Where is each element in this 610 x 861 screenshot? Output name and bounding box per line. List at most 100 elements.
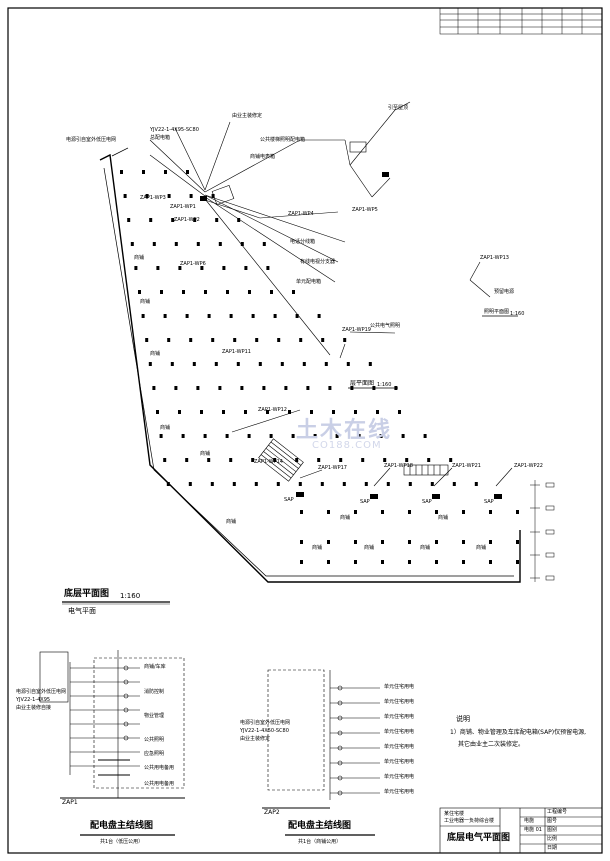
column-mark: [222, 410, 225, 414]
column-mark: [405, 458, 409, 462]
column-mark: [204, 290, 207, 294]
column-mark: [327, 510, 330, 514]
column-mark: [233, 338, 237, 342]
notes-heading: 说明: [456, 715, 470, 723]
column-mark: [189, 194, 193, 198]
column-mark: [310, 410, 313, 414]
column-mark: [171, 218, 175, 222]
column-mark: [200, 266, 204, 270]
column-mark: [123, 194, 127, 198]
left-branch: 公共照明: [144, 737, 165, 743]
column-mark: [364, 482, 368, 486]
floor-plan-subtitle: 电气平面: [68, 607, 96, 615]
column-mark: [357, 434, 361, 438]
column-mark: [262, 386, 266, 390]
column-mark: [300, 510, 303, 514]
watermark-url: CO188.COM: [312, 440, 382, 451]
column-mark: [207, 314, 211, 318]
sap-boxes: [200, 172, 502, 499]
right-branch: 单元住宅用电: [384, 714, 415, 720]
left-cabinet-id: ZAP1: [62, 799, 78, 806]
sap-label: SAP: [360, 499, 370, 505]
column-mark: [159, 434, 163, 438]
column-mark: [149, 218, 153, 222]
column-mark: [254, 482, 258, 486]
column-mark: [174, 242, 178, 246]
column-mark: [277, 338, 281, 342]
column-mark: [189, 338, 193, 342]
column-mark: [335, 434, 339, 438]
column-mark: [145, 194, 149, 198]
column-mark: [280, 362, 284, 366]
column-mark: [251, 314, 255, 318]
floor-plan-scale: 1:160: [120, 592, 141, 600]
column-mark: [361, 458, 365, 462]
column-mark: [181, 434, 185, 438]
callout-power-source: 电源引自室外低压电网: [66, 137, 117, 143]
column-mark: [408, 482, 412, 486]
column-mark: [423, 434, 427, 438]
sap-label: SAP: [422, 499, 432, 505]
tag-zap-wp13: ZAP1-WP13: [480, 255, 509, 261]
right-branch: 单元住宅用电: [384, 729, 415, 735]
column-mark: [185, 314, 189, 318]
left-branch: 应急照明: [144, 751, 165, 757]
column-mark: [225, 434, 229, 438]
left-incoming-note: 由业主装修自接: [16, 705, 52, 711]
column-mark: [214, 362, 218, 366]
column-mark: [354, 410, 357, 414]
column-mark: [295, 458, 299, 462]
room-label-shop: 商铺: [364, 545, 375, 551]
column-mark: [489, 510, 492, 514]
column-mark: [266, 266, 270, 270]
column-mark: [489, 540, 492, 544]
column-mark: [300, 540, 303, 544]
column-mark: [381, 560, 384, 564]
column-mark: [462, 510, 465, 514]
right-schematic: [262, 669, 380, 836]
column-mark: [408, 510, 411, 514]
right-branch: 单元住宅用电: [384, 774, 415, 780]
column-mark: [291, 434, 295, 438]
column-mark: [186, 170, 189, 174]
tag-zap-wp22: ZAP1-WP22: [514, 463, 543, 469]
callout-unit-panel: 单元配电箱: [296, 279, 322, 285]
column-mark: [145, 338, 149, 342]
callout-reserve: 预留电源: [494, 289, 515, 295]
column-mark: [321, 338, 325, 342]
column-mark: [167, 194, 171, 198]
column-mark: [152, 386, 156, 390]
column-mark: [381, 510, 384, 514]
column-mark: [430, 482, 434, 486]
left-branch: 公共用电备用: [144, 781, 175, 787]
room-label-shop: 商铺: [134, 255, 145, 261]
notes-line-1: 1）商铺、物业管理及车库配电箱(SAP)仅预留电源,: [450, 729, 587, 736]
title-block-value: 电施: [524, 818, 535, 824]
notes-line-2: 其它由业主二次装修定。: [458, 741, 525, 748]
column-mark: [192, 362, 196, 366]
column-mark: [327, 540, 330, 544]
column-mark: [164, 170, 167, 174]
revision-table: [439, 7, 603, 35]
callout-phone-box: 电话分线箱: [290, 239, 316, 245]
column-mark: [226, 290, 229, 294]
tag-zap-wp3: ZAP1-WP3: [140, 195, 166, 201]
floor-plan-title: 底层平面图: [64, 589, 110, 599]
right-branch: 单元住宅用电: [384, 699, 415, 705]
column-mark: [288, 410, 291, 414]
left-incoming-source: 电源引自室外低压电网: [16, 689, 67, 695]
left-branch: 商铺/车库: [144, 664, 166, 670]
column-mark: [203, 434, 207, 438]
column-mark: [156, 410, 159, 414]
column-mark: [489, 560, 492, 564]
column-mark: [452, 482, 456, 486]
column-marks: [120, 170, 519, 564]
right-branch: 单元住宅用电: [384, 759, 415, 765]
column-mark: [178, 410, 181, 414]
column-mark: [141, 314, 145, 318]
right-cabinet-id: ZAP2: [264, 809, 280, 816]
tag-zap-wp19: ZAP1-WP19: [342, 327, 371, 333]
column-mark: [381, 540, 384, 544]
title-block-frame: [439, 807, 603, 854]
right-schematic-title: 配电盘主结线图: [288, 821, 352, 831]
